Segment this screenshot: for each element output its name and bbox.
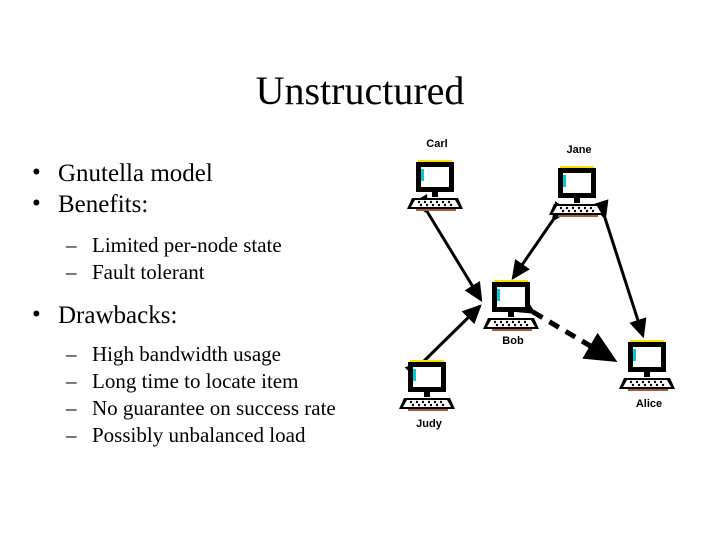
node-label-bob: Bob	[502, 335, 524, 347]
list-item: – No guarantee on success rate	[22, 395, 382, 422]
list-item-label: Limited per-node state	[92, 233, 282, 257]
list-item: – High bandwidth usage	[22, 341, 382, 368]
node-label-alice: Alice	[635, 398, 663, 410]
node-label-jane: Jane	[566, 144, 592, 156]
node-carl[interactable]	[406, 158, 468, 214]
bullet-glyph: –	[66, 369, 77, 393]
edge-carl-bob	[411, 193, 483, 303]
edge-jane-alice	[591, 199, 647, 339]
computer-icon	[619, 340, 675, 391]
computer-icon	[399, 360, 455, 411]
edge-judy-bob	[404, 304, 482, 381]
list-item-label: Drawbacks:	[58, 302, 178, 329]
list-item-label: Benefits:	[58, 191, 149, 218]
diagram-edges	[404, 193, 647, 381]
list-item-label: Possibly unbalanced load	[92, 423, 306, 447]
list-item: • Gnutella model	[22, 158, 382, 189]
bullet-glyph: •	[32, 190, 41, 217]
bullet-glyph: •	[32, 301, 41, 328]
node-label-carl: Carl	[426, 138, 448, 150]
bullet-glyph: –	[66, 423, 77, 447]
spacer	[22, 220, 382, 232]
computer-icon	[483, 280, 539, 331]
node-jane[interactable]	[548, 164, 610, 220]
bullet-glyph: •	[32, 159, 41, 186]
computer-icon	[549, 166, 605, 217]
bullet-glyph: –	[66, 396, 77, 420]
edge-bob-alice	[501, 284, 618, 363]
computer-icon	[407, 160, 463, 211]
spacer	[22, 331, 382, 341]
page-title: Unstructured	[255, 68, 465, 113]
list-item-label: Fault tolerant	[92, 260, 205, 284]
list-item: • Benefits:	[22, 189, 382, 220]
bullet-glyph: –	[66, 342, 77, 366]
list-item: – Possibly unbalanced load	[22, 422, 382, 449]
list-item-label: No guarantee on success rate	[92, 396, 336, 420]
bullet-glyph: –	[66, 233, 77, 257]
list-item-label: Long time to locate item	[92, 369, 299, 393]
node-alice[interactable]	[618, 338, 680, 394]
node-label-judy: Judy	[416, 418, 442, 430]
node-bob[interactable]	[482, 278, 544, 334]
list-item: – Limited per-node state	[22, 232, 382, 259]
list-item: – Fault tolerant	[22, 259, 382, 286]
node-judy[interactable]	[398, 358, 460, 414]
list-item: • Drawbacks:	[22, 300, 382, 331]
list-item-label: Gnutella model	[58, 160, 213, 187]
spacer	[22, 286, 382, 300]
network-diagram: Carl Jane	[380, 130, 720, 440]
edge-jane-bob	[511, 201, 570, 280]
bullet-glyph: –	[66, 260, 77, 284]
list-item: – Long time to locate item	[22, 368, 382, 395]
list-item-label: High bandwidth usage	[92, 342, 281, 366]
bullet-list: • Gnutella model • Benefits: – Limited p…	[22, 158, 382, 449]
